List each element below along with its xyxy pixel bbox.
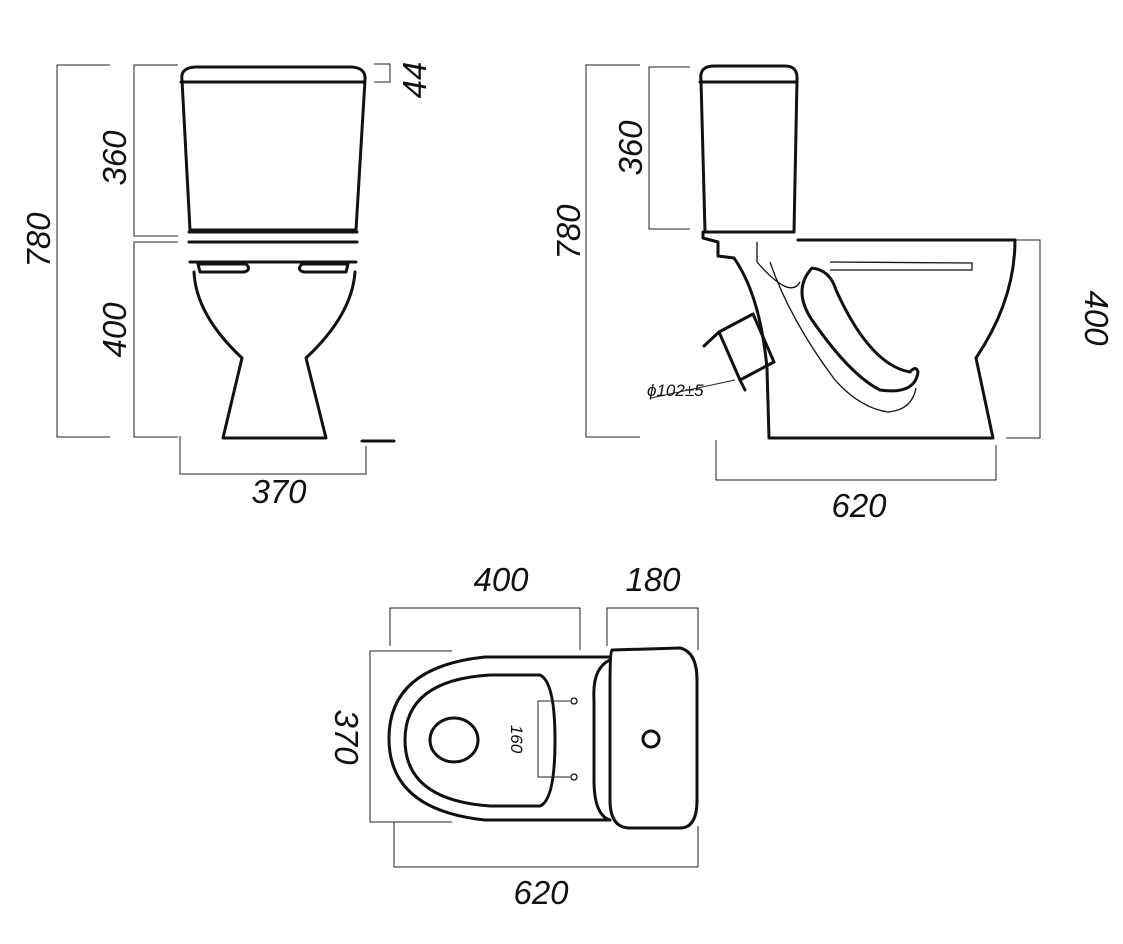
side-label-360: 360 bbox=[612, 120, 649, 176]
side-outlet-flange bbox=[702, 330, 747, 392]
front-label-370: 370 bbox=[251, 473, 307, 510]
side-dim-780 bbox=[585, 64, 640, 438]
front-view: 780 360 400 44 370 bbox=[20, 62, 433, 510]
front-dim-370 bbox=[179, 436, 367, 475]
top-dim-370 bbox=[369, 650, 452, 823]
side-bowl bbox=[732, 238, 1017, 440]
top-tank bbox=[608, 646, 699, 830]
top-seat-bolt-2 bbox=[570, 773, 578, 781]
side-trap-inner bbox=[769, 261, 917, 413]
front-seat-tab-right bbox=[297, 262, 350, 274]
side-tank bbox=[699, 64, 799, 234]
side-label-400: 400 bbox=[1078, 290, 1115, 346]
front-bowl bbox=[192, 270, 357, 440]
side-label-780: 780 bbox=[550, 204, 587, 260]
top-label-400: 400 bbox=[473, 561, 529, 598]
front-label-780: 780 bbox=[20, 212, 57, 268]
front-label-360: 360 bbox=[96, 130, 133, 186]
top-bowl bbox=[387, 655, 611, 822]
side-flush-line bbox=[756, 242, 801, 289]
front-dim-400 bbox=[133, 241, 178, 438]
side-view: 780 360 400 620 ϕ102±5 bbox=[550, 64, 1115, 524]
top-tank-back bbox=[592, 658, 612, 822]
side-dim-360 bbox=[648, 66, 690, 230]
top-seat-bolt-1 bbox=[570, 697, 578, 705]
front-dim-780 bbox=[56, 64, 110, 438]
front-tank bbox=[180, 65, 367, 232]
side-rim bbox=[829, 261, 973, 271]
top-seat bbox=[403, 673, 557, 808]
front-label-400: 400 bbox=[96, 302, 133, 358]
side-label-outlet: ϕ102±5 bbox=[647, 381, 704, 400]
flush-button-hole bbox=[641, 729, 661, 749]
front-seat-tab-left bbox=[196, 262, 251, 274]
top-label-160: 160 bbox=[507, 725, 526, 754]
top-dim-400 bbox=[389, 607, 581, 650]
front-dim-44 bbox=[374, 63, 391, 83]
top-label-620: 620 bbox=[513, 874, 569, 911]
side-dim-620 bbox=[715, 440, 997, 481]
side-label-620: 620 bbox=[831, 487, 887, 524]
side-tank-foot bbox=[701, 230, 736, 260]
top-view: 400 180 370 160 620 bbox=[328, 561, 699, 911]
side-dim-outlet-leader bbox=[650, 379, 736, 399]
top-dim-160 bbox=[537, 700, 570, 778]
top-label-180: 180 bbox=[625, 561, 681, 598]
side-dim-400 bbox=[1006, 239, 1041, 439]
front-dim-360 bbox=[133, 64, 178, 237]
side-trap bbox=[800, 266, 920, 393]
side-outlet bbox=[717, 312, 776, 382]
front-label-44: 44 bbox=[396, 62, 433, 99]
top-dim-620 bbox=[393, 822, 699, 868]
top-dim-180 bbox=[606, 607, 699, 650]
top-label-370: 370 bbox=[328, 709, 365, 765]
top-bowl-opening bbox=[428, 716, 480, 764]
